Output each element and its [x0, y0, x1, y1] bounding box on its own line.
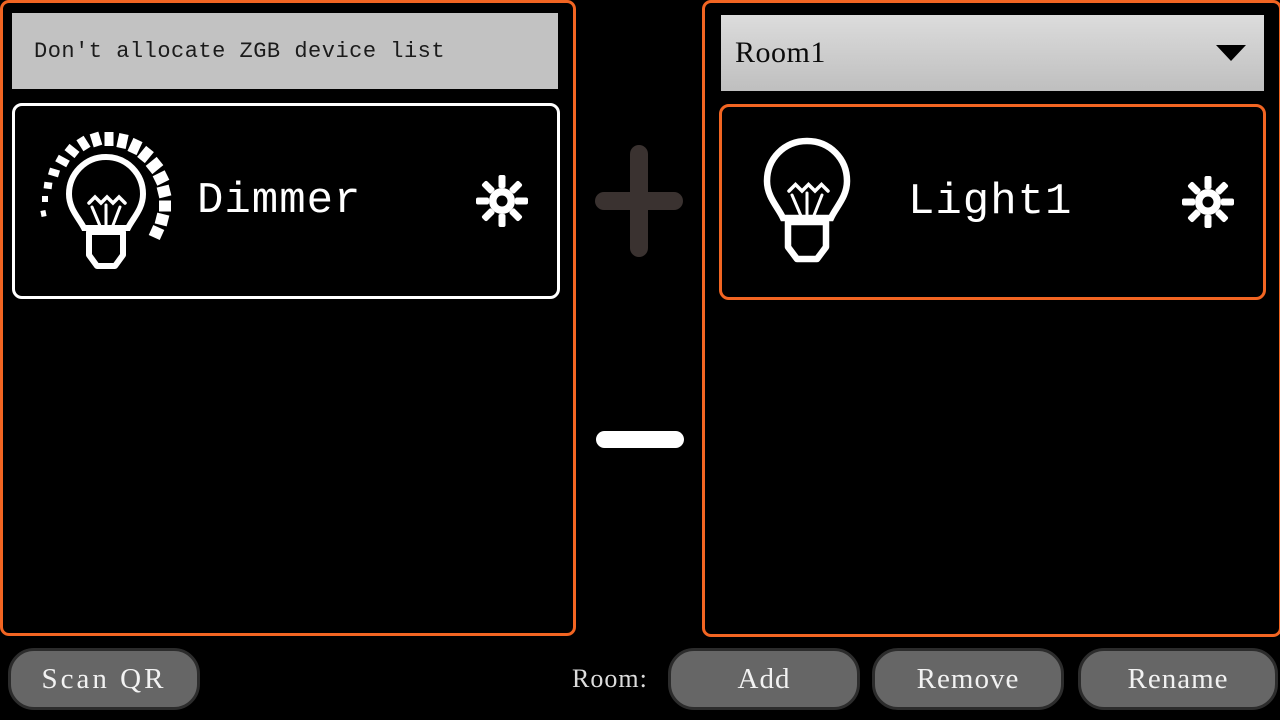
room-select-value: Room1: [735, 36, 826, 69]
room-select-dropdown[interactable]: Room1: [721, 15, 1264, 91]
gear-icon: [1182, 176, 1234, 228]
room-devices-panel: Room1 Light1: [702, 0, 1280, 637]
plus-icon[interactable]: [595, 145, 683, 257]
unallocated-devices-header: Don't allocate ZGB device list: [12, 13, 558, 89]
dimmer-bulb-icon: [21, 121, 191, 281]
device-name-label: Dimmer: [197, 176, 362, 226]
remove-room-button[interactable]: Remove: [872, 648, 1064, 710]
rename-room-button[interactable]: Rename: [1078, 648, 1278, 710]
add-room-button[interactable]: Add: [668, 648, 860, 710]
light-bulb-icon: [732, 127, 882, 277]
device-settings-button[interactable]: [1153, 176, 1263, 228]
plus-vertical-bar: [630, 145, 648, 257]
unallocated-devices-panel: Don't allocate ZGB device list: [0, 0, 576, 636]
device-list-item-light1[interactable]: Light1: [719, 104, 1266, 300]
chevron-down-icon: [1216, 45, 1246, 61]
minus-icon[interactable]: [596, 431, 684, 448]
room-section-label: Room:: [572, 664, 648, 693]
device-name-label: Light1: [908, 177, 1073, 227]
device-settings-button[interactable]: [447, 175, 557, 227]
gear-icon: [476, 175, 528, 227]
device-list-item-dimmer[interactable]: Dimmer: [12, 103, 560, 299]
scan-qr-button[interactable]: Scan QR: [8, 648, 200, 710]
